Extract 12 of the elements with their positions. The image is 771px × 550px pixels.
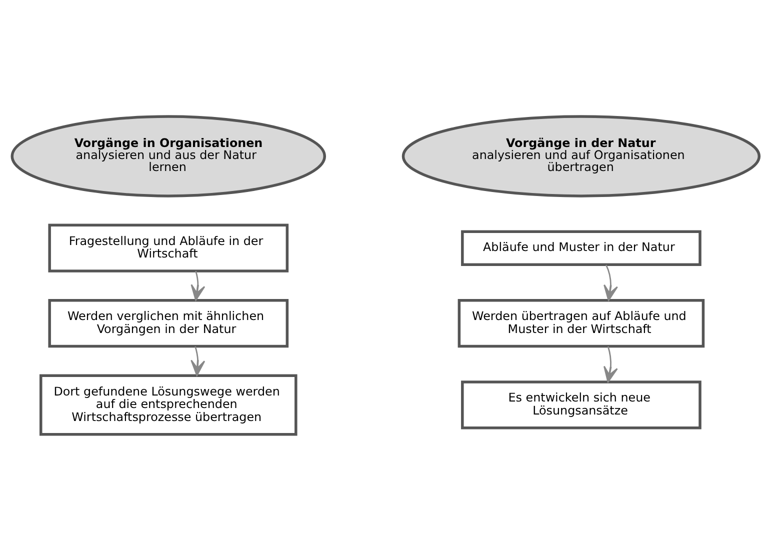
arrow — [190, 346, 206, 376]
arrow — [604, 346, 618, 382]
node-box: Werden verglichen mit ähnlichen Vorgängen in der Natur — [48, 298, 289, 348]
node-box: Dort gefundene Lösungswege werden auf die entsprechenden Wirtschaftsprozesse übertragen — [40, 374, 298, 436]
node-box: Fragestellung und Abläufe in der Wirtschaft — [48, 223, 289, 272]
node-box: Werden übertragen auf Abläufe und Muster in der Wirtschaft — [458, 298, 705, 348]
arrow — [604, 264, 618, 301]
node-ellipse: Vorgänge in Organisationen analysieren und aus der Natur lernen — [10, 114, 326, 197]
node-box: Es entwickeln sich neue Lösungsansätze — [461, 380, 702, 429]
arrow — [190, 270, 206, 300]
node-ellipse: Vorgänge in der Natur analysieren und auf Organisationen übertragen — [402, 114, 761, 197]
node-box: Abläufe und Muster in der Natur — [461, 230, 702, 266]
